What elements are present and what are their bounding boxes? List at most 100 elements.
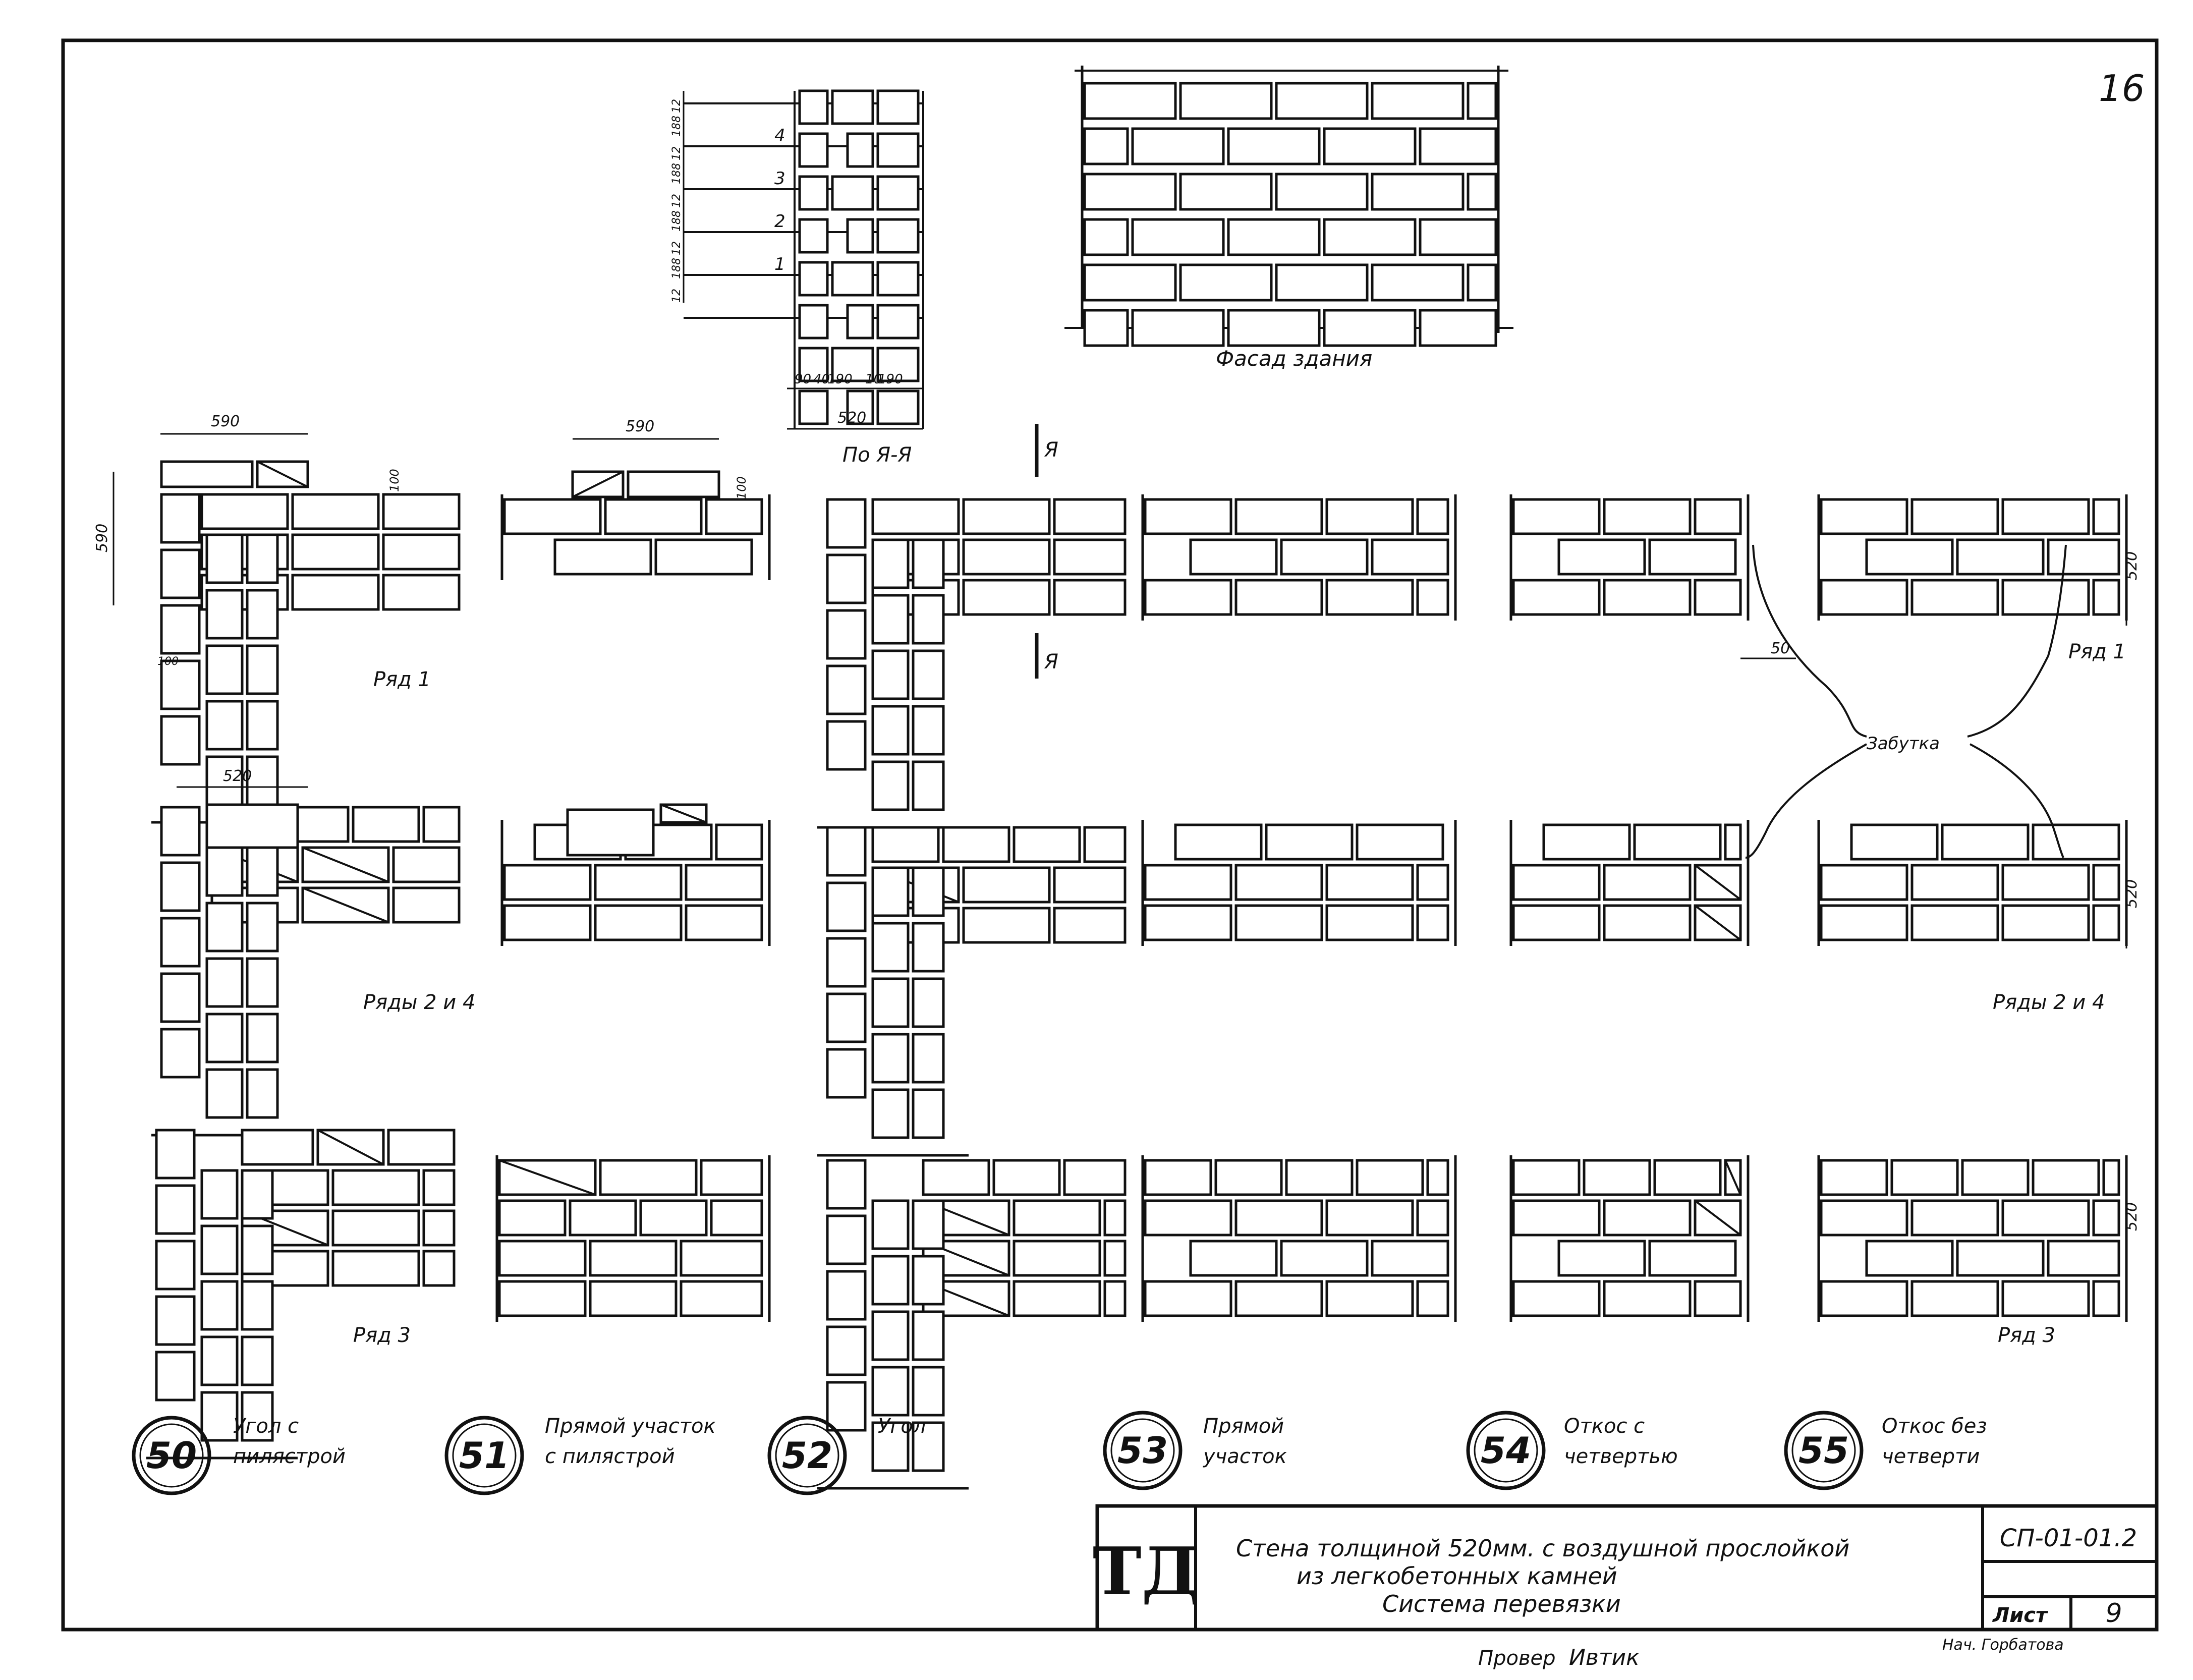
brick [876, 347, 920, 382]
brick [1053, 579, 1127, 616]
brick [1653, 1159, 1722, 1196]
brick [200, 1335, 239, 1386]
brick [382, 574, 461, 611]
node-51: 51 Прямой участок с пилястрой [444, 1415, 716, 1495]
dim-100-plan51: 100 [735, 476, 749, 499]
brick [798, 132, 829, 168]
brick [871, 1255, 910, 1306]
brick [246, 1013, 279, 1063]
section-vertical-dim: 188 [670, 163, 683, 184]
zabutka-label: Забутка [1867, 734, 1940, 754]
brick [241, 1335, 274, 1386]
title-sheet-label: Лист [1992, 1604, 2049, 1627]
brick [205, 1013, 244, 1063]
brick [1013, 826, 1081, 863]
brick [876, 89, 920, 125]
brick [569, 1199, 637, 1237]
node-caption-54-line2: четвертью [1564, 1445, 1678, 1468]
brick [422, 1250, 456, 1287]
brick [1227, 218, 1321, 256]
section-bottom-dim: 10 [865, 372, 882, 387]
brick [871, 1366, 910, 1417]
brick [1910, 864, 1999, 901]
section-bottom-dim: 40 [813, 372, 830, 387]
brick [826, 1270, 867, 1321]
brick [1603, 904, 1692, 941]
brick [382, 493, 461, 530]
brick [1820, 1280, 1908, 1317]
brick [831, 261, 874, 297]
brick [1557, 538, 1646, 576]
brick [1323, 218, 1417, 256]
brick [160, 972, 201, 1023]
brick [912, 866, 945, 917]
brick [331, 1169, 420, 1206]
dim-520-plan55-row1: 520 [2123, 551, 2141, 580]
brick [962, 538, 1051, 576]
brick [1371, 263, 1465, 302]
brick [1467, 82, 1497, 120]
brick [1053, 538, 1127, 576]
brick [1603, 1280, 1692, 1317]
section-bottom-dim: 190 [878, 372, 903, 387]
node-caption-51-line1: Прямой участок [545, 1415, 716, 1438]
brick [155, 1295, 196, 1346]
brick [871, 498, 960, 535]
brick [1323, 309, 1417, 347]
brick [1234, 579, 1323, 616]
brick [1583, 1159, 1651, 1196]
brick [1850, 823, 1939, 861]
sheet-number: 16 [2099, 67, 2145, 109]
brick [1325, 864, 1414, 901]
brick [798, 218, 829, 254]
brick [922, 1159, 990, 1196]
brick-diagonal [1694, 864, 1741, 901]
brick [503, 498, 602, 535]
brick [1325, 579, 1414, 616]
brick [826, 720, 867, 771]
brick [798, 261, 829, 297]
row-label-rows24-right: Ряды 2 и 4 [1993, 991, 2105, 1014]
brick [2001, 1199, 2090, 1237]
brick [1083, 218, 1129, 256]
dim-520-plan55-row3: 520 [2123, 1202, 2141, 1231]
brick [205, 902, 244, 953]
node-circle-52 [767, 1416, 847, 1495]
brick [1083, 127, 1129, 165]
node-caption-51-line2: с пилястрой [545, 1445, 675, 1468]
brick [2092, 498, 2120, 535]
brick [1356, 1159, 1424, 1196]
brick [291, 493, 380, 530]
brick-diagonal [499, 1159, 596, 1196]
brick [1131, 309, 1225, 347]
brick [1416, 1199, 1449, 1237]
brick [241, 1169, 274, 1220]
brick [160, 1028, 201, 1079]
section-title: По Я-Я [842, 443, 912, 467]
node-circle-55 [1784, 1411, 1864, 1490]
brick [1910, 1199, 1999, 1237]
brick [422, 1209, 456, 1247]
brick [912, 594, 945, 645]
brick [871, 1199, 910, 1250]
brick [160, 715, 201, 766]
brick-diagonal [302, 887, 389, 923]
node-number-51: 51 [459, 1434, 510, 1477]
section-vertical-dim: 188 [670, 258, 683, 279]
brick [331, 1209, 420, 1247]
brick [599, 1159, 698, 1196]
brick [798, 89, 829, 125]
brick [1467, 263, 1497, 302]
brick [1694, 498, 1742, 535]
brick [846, 304, 874, 340]
brick [160, 659, 201, 710]
brick [912, 1366, 945, 1417]
section-vertical-dim: 12 [670, 289, 683, 303]
brick [291, 574, 380, 611]
brick [155, 1129, 196, 1180]
brick [1234, 1199, 1323, 1237]
dim-590-plan50-vertical: 590 [93, 524, 111, 552]
brick [876, 175, 920, 211]
brick [205, 803, 299, 849]
section-marker-top: Я [1044, 438, 1058, 462]
